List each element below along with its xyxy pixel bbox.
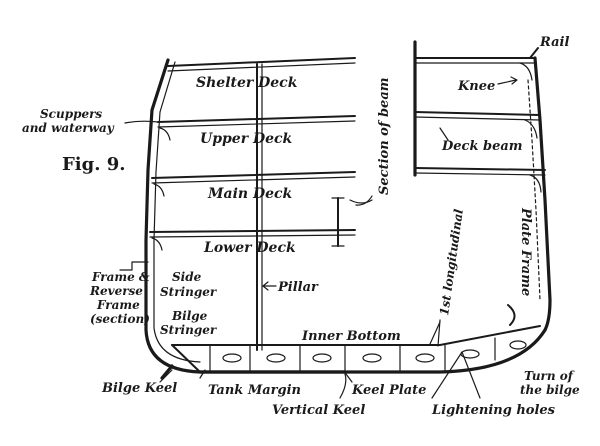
plate-frame-label: Plate Frame xyxy=(518,207,533,296)
pillar-label: Pillar xyxy=(277,280,319,295)
scuppers-leader xyxy=(124,120,159,124)
main-deck-beam xyxy=(151,171,356,184)
lightening-leader xyxy=(431,351,481,399)
longitudinal-leader xyxy=(437,319,441,347)
right-deck-beam-top xyxy=(414,57,536,64)
lower-deck-label: Lower Deck xyxy=(203,240,296,256)
knee-arrow-head xyxy=(510,76,518,85)
deck-beam-label: Deck beam xyxy=(441,139,523,154)
side-stringer-label-2: Stringer xyxy=(160,285,218,299)
section-beam-arrow xyxy=(355,195,373,206)
vertical-keel-leader xyxy=(339,373,347,399)
turn-of-bilge-label-2: the bilge xyxy=(520,383,580,397)
bottom-floors xyxy=(209,337,496,373)
left-knee-upper xyxy=(159,127,171,141)
vertical-keel-label: Vertical Keel xyxy=(272,403,365,418)
right-plate-frame-outer xyxy=(533,56,552,332)
plate-frame-arc xyxy=(507,304,516,326)
right-knee-low xyxy=(529,174,542,193)
bilge-stringer-label-2: Stringer xyxy=(160,323,218,337)
shelter-deck-label: Shelter Deck xyxy=(196,75,298,91)
frame-reverse-label-4: (section) xyxy=(90,312,150,326)
scuppers-label-1: Scuppers xyxy=(40,107,102,121)
main-deck-label: Main Deck xyxy=(207,186,293,202)
left-knee-lower xyxy=(151,237,163,251)
frame-leader xyxy=(119,261,149,271)
rail-label: Rail xyxy=(539,35,569,50)
keel-plate-label: Keel Plate xyxy=(351,383,426,398)
keel-plate-leader xyxy=(345,373,353,383)
frame-reverse-label-3: Frame xyxy=(96,298,140,312)
frame-reverse-label-1: Frame & xyxy=(91,270,150,284)
right-deck-beam-mid xyxy=(414,111,541,121)
pillar xyxy=(256,63,263,351)
right-knee-top xyxy=(519,62,533,81)
inner-bottom-label: Inner Bottom xyxy=(301,329,401,344)
lower-deck-beam xyxy=(149,229,356,238)
frame-reverse-label-2: Reverse xyxy=(89,284,143,298)
knee-arrow xyxy=(497,79,517,85)
scuppers-label-2: and waterway xyxy=(22,121,115,135)
bilge-stringer-label-1: Bilge xyxy=(171,309,208,323)
upper-deck-label: Upper Deck xyxy=(200,131,293,147)
rail xyxy=(529,47,539,59)
hull-outer-shell xyxy=(144,58,347,374)
outer-bottom-plate xyxy=(198,328,547,374)
bilge-keel-leader xyxy=(159,369,173,383)
right-plate-frame-inner xyxy=(527,79,541,301)
lightening-holes-label: Lightening holes xyxy=(431,403,556,418)
knee-label: Knee xyxy=(457,79,495,94)
first-longitudinal-label: 1st longitudinal xyxy=(437,208,466,317)
right-knee-mid xyxy=(524,119,538,139)
inner-bottom-leader xyxy=(429,321,441,345)
figure-label: Fig. 9. xyxy=(62,154,126,175)
inner-bottom-plate xyxy=(171,325,541,346)
left-knee-main xyxy=(153,183,165,197)
tank-margin xyxy=(171,344,201,373)
bilge-keel-label: Bilge Keel xyxy=(101,381,177,396)
lightening-holes xyxy=(222,340,527,363)
side-stringer-label-1: Side xyxy=(172,270,202,284)
pillar-arrow-head xyxy=(262,281,269,291)
turn-of-bilge-label-1: Turn of xyxy=(524,369,575,383)
section-of-beam-label: Section of beam xyxy=(377,78,392,196)
right-deck-beam-low xyxy=(414,167,546,176)
tank-margin-label: Tank Margin xyxy=(208,383,301,398)
bilge-keel xyxy=(160,364,174,380)
deck-beam-arrow xyxy=(439,127,449,141)
tank-margin-leader xyxy=(199,369,206,379)
section-of-beam-marker xyxy=(331,197,373,247)
